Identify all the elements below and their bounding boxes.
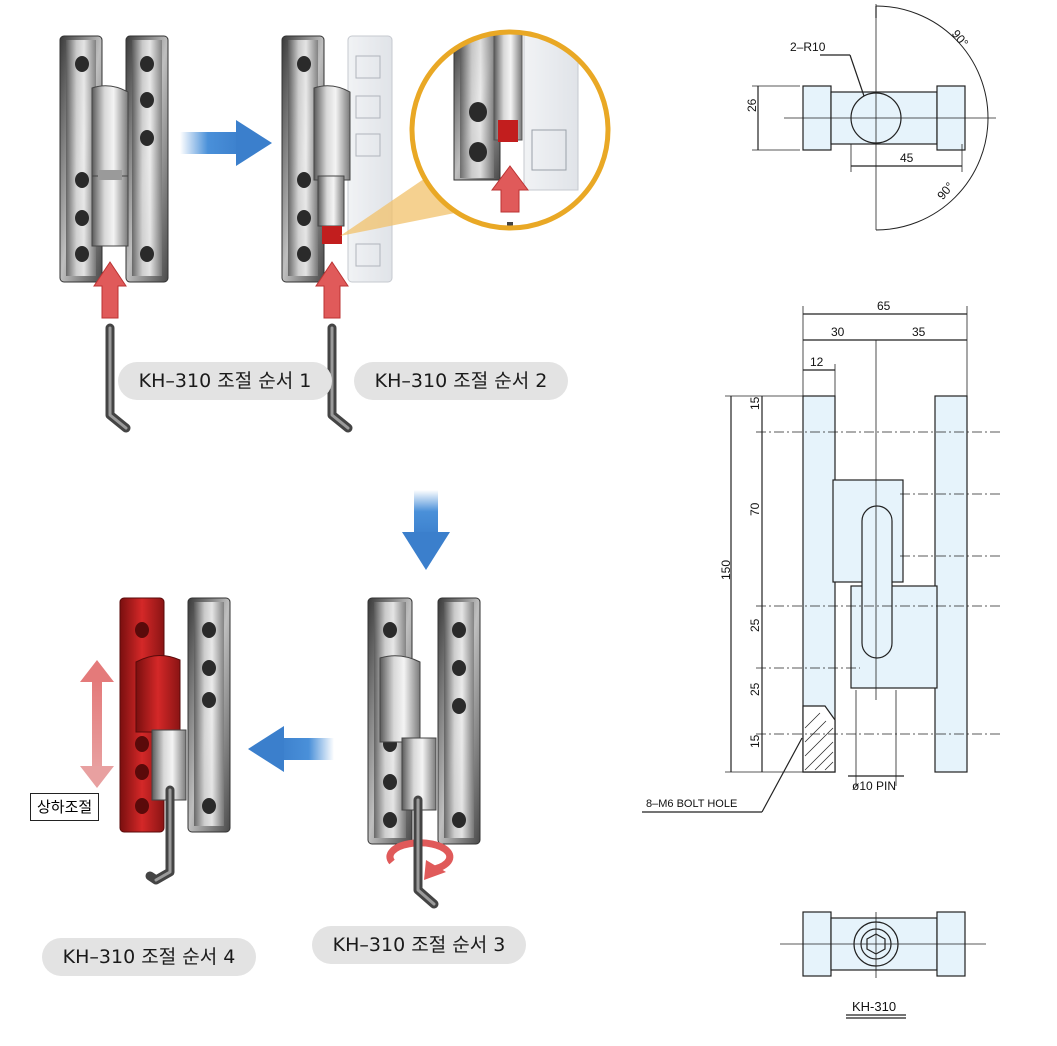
vertical-adjust-label: 상하조절 bbox=[30, 793, 100, 821]
rotate-icon bbox=[386, 839, 454, 880]
hinge-step2 bbox=[281, 35, 393, 283]
blue-arrow-right-1 bbox=[180, 120, 272, 166]
up-down-arrow bbox=[80, 660, 114, 788]
label-radius: 2–R10 bbox=[790, 40, 826, 54]
label-seg1: 15 bbox=[748, 396, 762, 410]
label-seg3: 25 bbox=[748, 618, 762, 632]
step2-caption: KH–310 조절 순서 2 bbox=[354, 362, 568, 400]
drawing-top-view bbox=[752, 4, 996, 231]
label-total-height: 150 bbox=[719, 560, 733, 580]
label-seg2: 70 bbox=[748, 502, 762, 516]
hex-key-3 bbox=[413, 795, 439, 909]
hex-key-1 bbox=[105, 323, 131, 433]
label-height-26: 26 bbox=[745, 98, 759, 112]
hinge-step3 bbox=[367, 597, 481, 845]
step4-caption: KH–310 조절 순서 4 bbox=[42, 938, 256, 976]
step3-caption: KH–310 조절 순서 3 bbox=[312, 926, 526, 964]
label-seg5: 15 bbox=[748, 734, 762, 748]
drawing-front-view bbox=[642, 306, 1000, 813]
label-angle-top: 90° bbox=[949, 27, 972, 50]
hinge-step4 bbox=[119, 597, 231, 833]
label-seg4: 25 bbox=[748, 682, 762, 696]
red-arrow-up-2 bbox=[315, 261, 349, 319]
label-right-width: 35 bbox=[912, 325, 926, 339]
blue-arrow-down bbox=[402, 490, 450, 570]
blue-arrow-left bbox=[248, 726, 334, 772]
hex-key-2 bbox=[327, 323, 353, 433]
zoom-callout bbox=[340, 29, 611, 236]
hex-key-4 bbox=[145, 785, 175, 885]
label-pin: ø10 PIN bbox=[852, 779, 896, 793]
label-bolt-hole: 8–M6 BOLT HOLE bbox=[646, 798, 737, 810]
label-left-width: 30 bbox=[831, 325, 845, 339]
label-total-width: 65 bbox=[877, 299, 891, 313]
label-width-45: 45 bbox=[900, 151, 914, 165]
hinge-step1 bbox=[59, 35, 169, 283]
red-arrow-up-1 bbox=[93, 261, 127, 319]
drawing-bottom-view bbox=[780, 911, 986, 1019]
label-plate-width: 12 bbox=[810, 355, 824, 369]
label-model: KH-310 bbox=[852, 999, 896, 1014]
step1-caption: KH–310 조절 순서 1 bbox=[118, 362, 332, 400]
